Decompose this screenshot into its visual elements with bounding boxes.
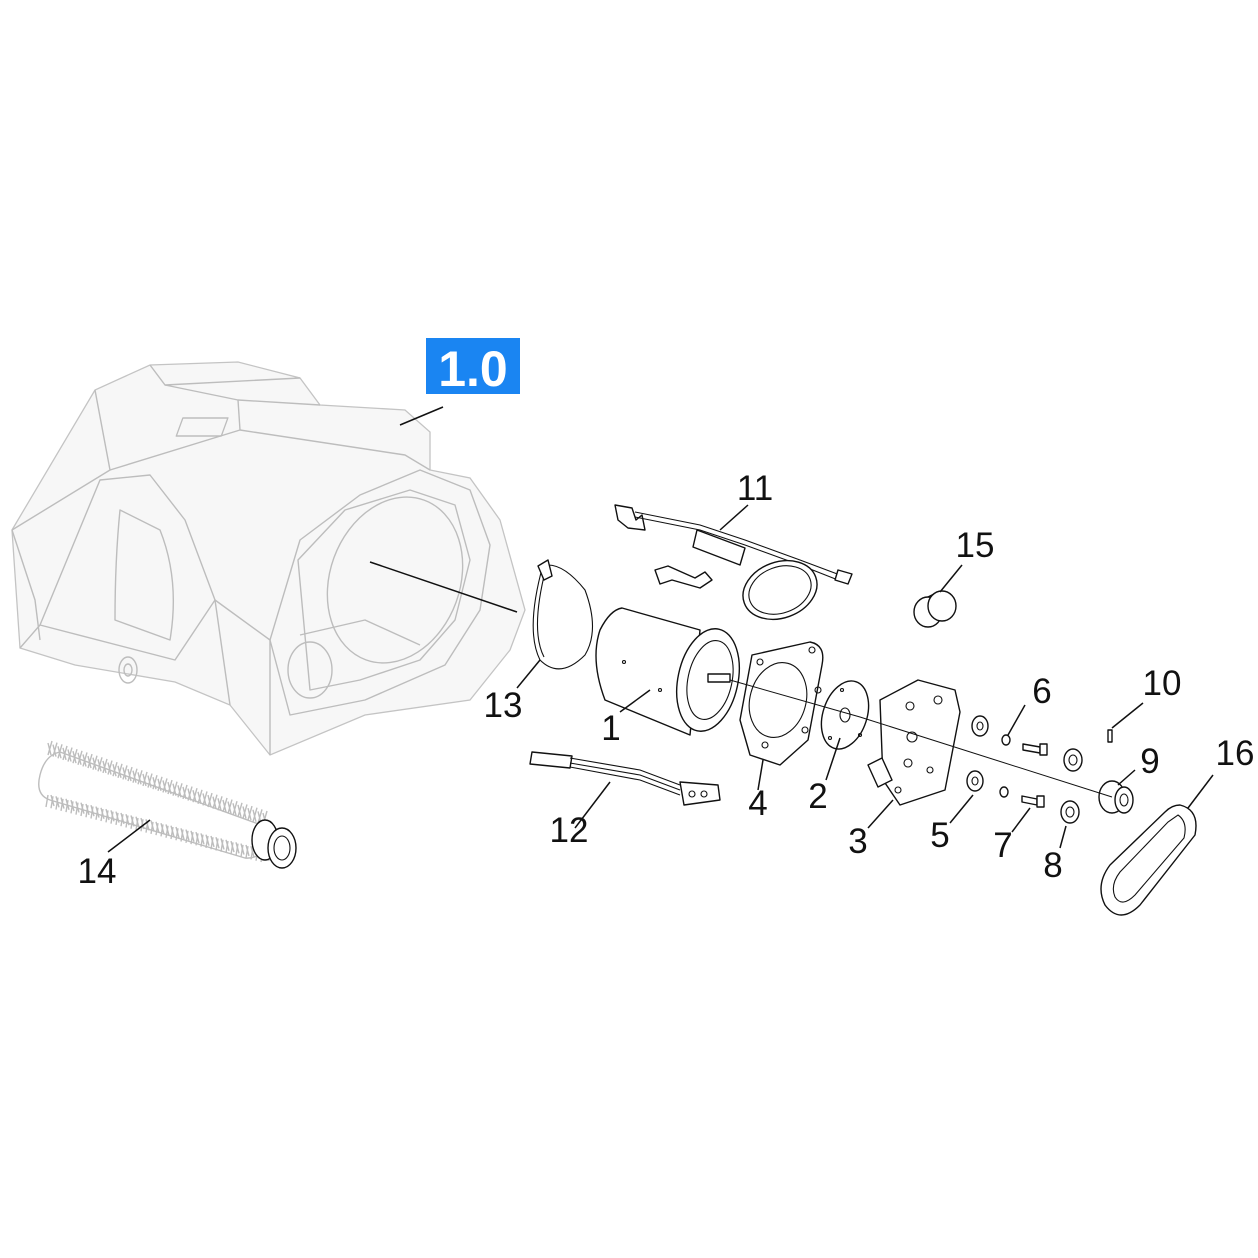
bristle — [97, 757, 103, 772]
section-badge: 1.0 — [426, 338, 520, 397]
part-label-11: 11 — [737, 469, 773, 508]
part-label-12: 12 — [550, 811, 589, 850]
timing-belt — [1100, 804, 1197, 916]
bristle — [122, 765, 128, 780]
bristle — [117, 763, 123, 778]
housing-ghost — [11, 361, 526, 756]
bristle — [82, 752, 88, 767]
bristle — [237, 802, 243, 818]
spacer — [913, 590, 957, 628]
bristle — [107, 760, 113, 775]
part-label-16: 16 — [1216, 734, 1255, 773]
part-label-5: 5 — [930, 816, 949, 855]
part-label-15: 15 — [956, 526, 995, 565]
connector-cable — [529, 751, 721, 806]
gasket — [739, 641, 824, 766]
bristle — [142, 771, 148, 787]
bristle — [132, 768, 138, 783]
bristle — [222, 797, 228, 813]
bristle — [227, 799, 233, 814]
bristle — [87, 753, 93, 769]
part-callouts: 1 2 3 4 5 6 7 8 9 10 11 12 13 14 15 16 — [78, 469, 1255, 891]
bristle — [92, 755, 98, 770]
motor — [595, 607, 740, 736]
part-label-1: 1 — [601, 709, 620, 748]
bristle — [47, 740, 53, 756]
part-label-14: 14 — [78, 852, 117, 891]
bristle — [202, 791, 208, 806]
bristle — [217, 796, 223, 811]
part-label-2: 2 — [808, 777, 827, 816]
hardware-set — [966, 715, 1083, 824]
part-label-8: 8 — [1043, 846, 1062, 885]
part-label-9: 9 — [1140, 742, 1159, 781]
badge-text: 1.0 — [438, 341, 508, 397]
bristle — [72, 748, 78, 764]
bristle — [232, 801, 238, 816]
pulley — [1098, 729, 1134, 814]
mounting-plate — [867, 679, 961, 806]
bristle — [197, 789, 203, 805]
bristle — [57, 744, 63, 759]
bristle — [127, 766, 133, 782]
bristle — [247, 805, 253, 821]
cable-tie — [532, 559, 593, 670]
bristle — [242, 804, 248, 819]
leader-lines — [107, 406, 1214, 853]
bristle — [112, 761, 118, 777]
part-label-13: 13 — [484, 686, 523, 725]
bristle — [212, 794, 218, 809]
bristle — [137, 770, 143, 785]
bristle — [77, 750, 83, 765]
part-label-4: 4 — [748, 784, 767, 823]
part-label-6: 6 — [1032, 672, 1051, 711]
bristle — [207, 792, 213, 808]
part-label-10: 10 — [1143, 664, 1182, 703]
seal-disc — [820, 680, 870, 750]
badge-background — [426, 338, 520, 394]
bristle — [102, 758, 108, 774]
bristle — [252, 807, 258, 822]
wire-harness — [614, 504, 853, 621]
part-label-3: 3 — [848, 822, 867, 861]
part-label-7: 7 — [993, 826, 1012, 865]
brush-roller — [38, 740, 297, 869]
